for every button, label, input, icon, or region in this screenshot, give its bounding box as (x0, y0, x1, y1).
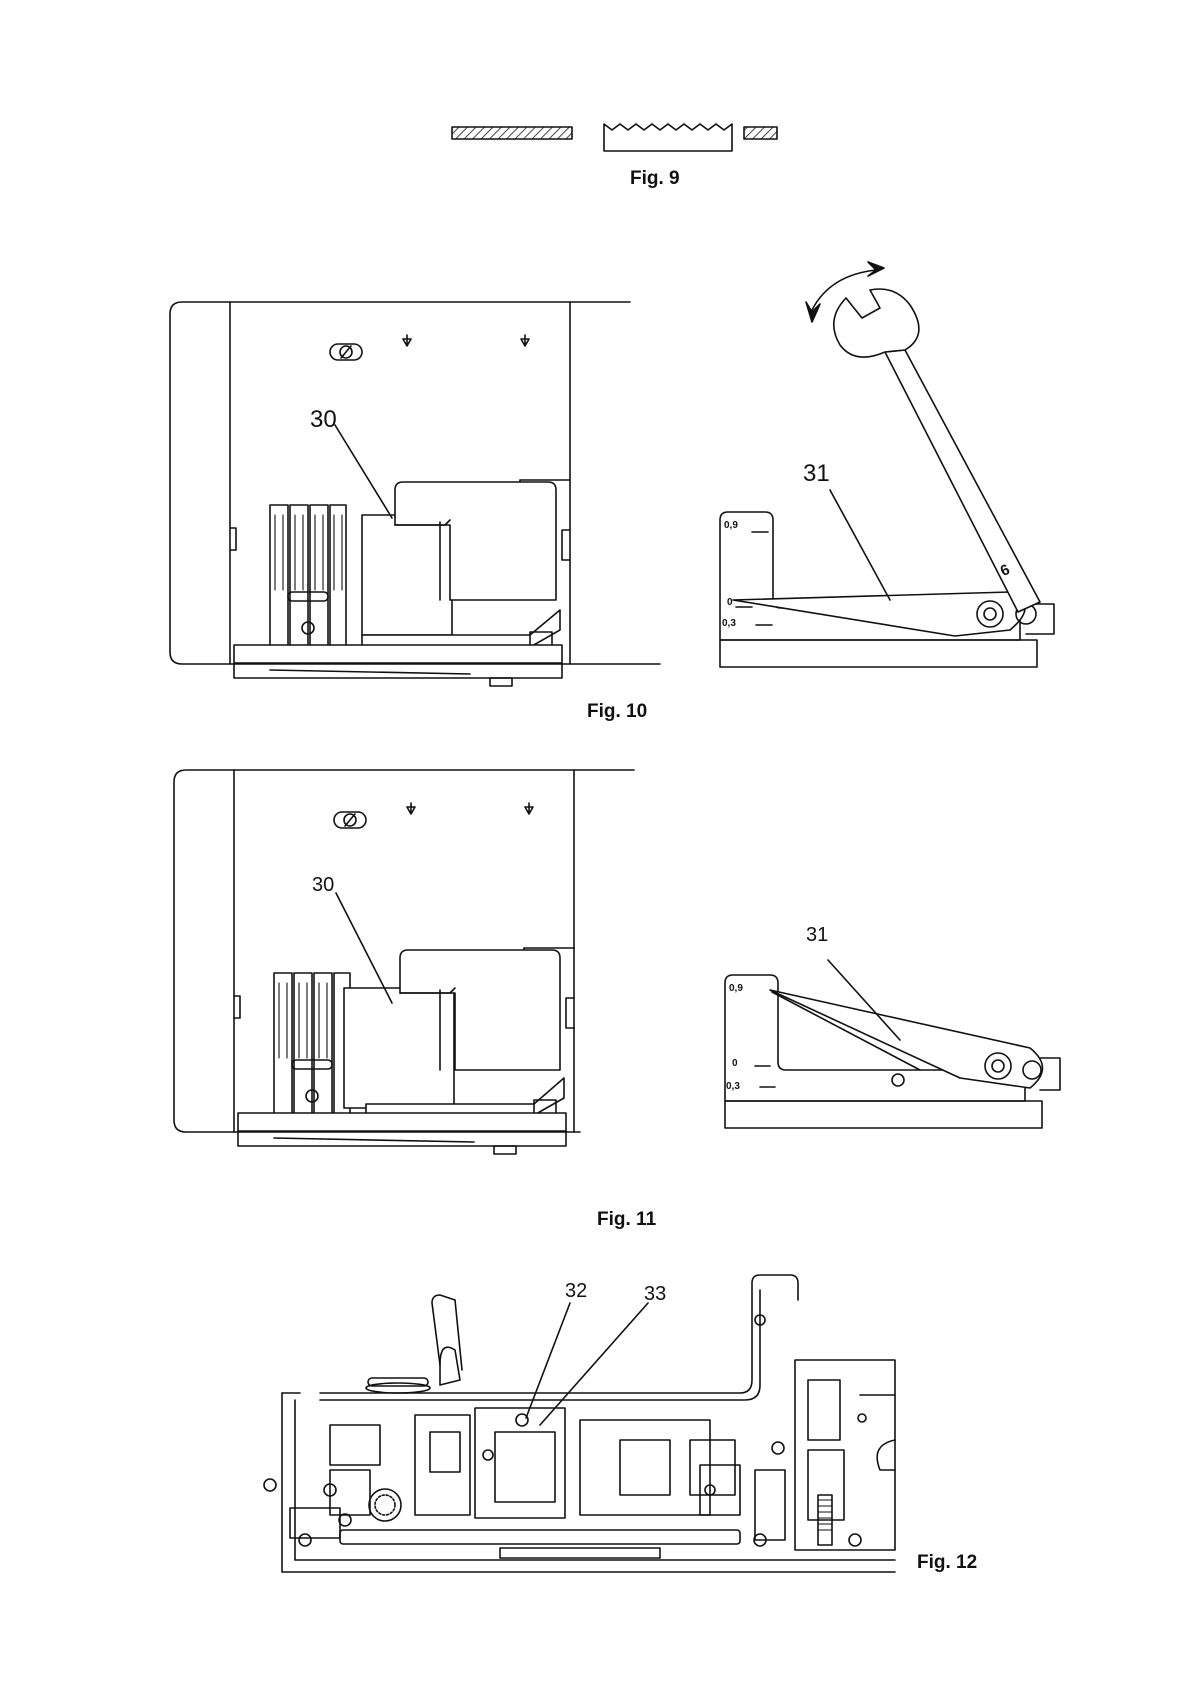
fig10-scale-bottom: 0,3 (722, 618, 736, 629)
fig11-callout-31: 31 (806, 924, 828, 947)
fig10-callout-30: 30 (310, 406, 337, 434)
fig12-machine-view (264, 1275, 895, 1572)
fig10-callout-31: 31 (803, 460, 830, 488)
fig9-feed-dog (604, 124, 732, 151)
wrench-icon (834, 289, 1040, 612)
fig11-caption: Fig. 11 (597, 1209, 656, 1231)
fig12-callout-32: 32 (565, 1280, 587, 1303)
fig9-drawing (452, 124, 777, 151)
fig11-machine-view (174, 770, 634, 1154)
fig11-callout-30: 30 (312, 874, 334, 897)
fig10-scale-mid: 0 (727, 597, 733, 608)
fig9-caption: Fig. 9 (630, 168, 680, 190)
fig11-leader-30 (336, 893, 392, 1003)
fig10-leader-30 (335, 425, 392, 518)
fig9-left-plate (452, 127, 572, 139)
fig10-scale-top: 0,9 (724, 520, 738, 531)
fig12-leader-33 (540, 1303, 648, 1425)
fig11-scale-top: 0,9 (729, 983, 743, 994)
fig9-right-plate (744, 127, 777, 139)
fig10-lever-31 (733, 592, 1054, 636)
fig11-scale-bottom: 0,3 (726, 1081, 740, 1092)
fig12-caption: Fig. 12 (917, 1552, 977, 1574)
fig11-scale-mid: 0 (732, 1058, 738, 1069)
fig10-caption: Fig. 10 (587, 701, 647, 723)
fig10-leader-31 (830, 490, 890, 600)
fig11-lever-31 (770, 990, 1060, 1090)
fig12-callout-33: 33 (644, 1283, 666, 1306)
fig10-machine-view (170, 302, 660, 686)
